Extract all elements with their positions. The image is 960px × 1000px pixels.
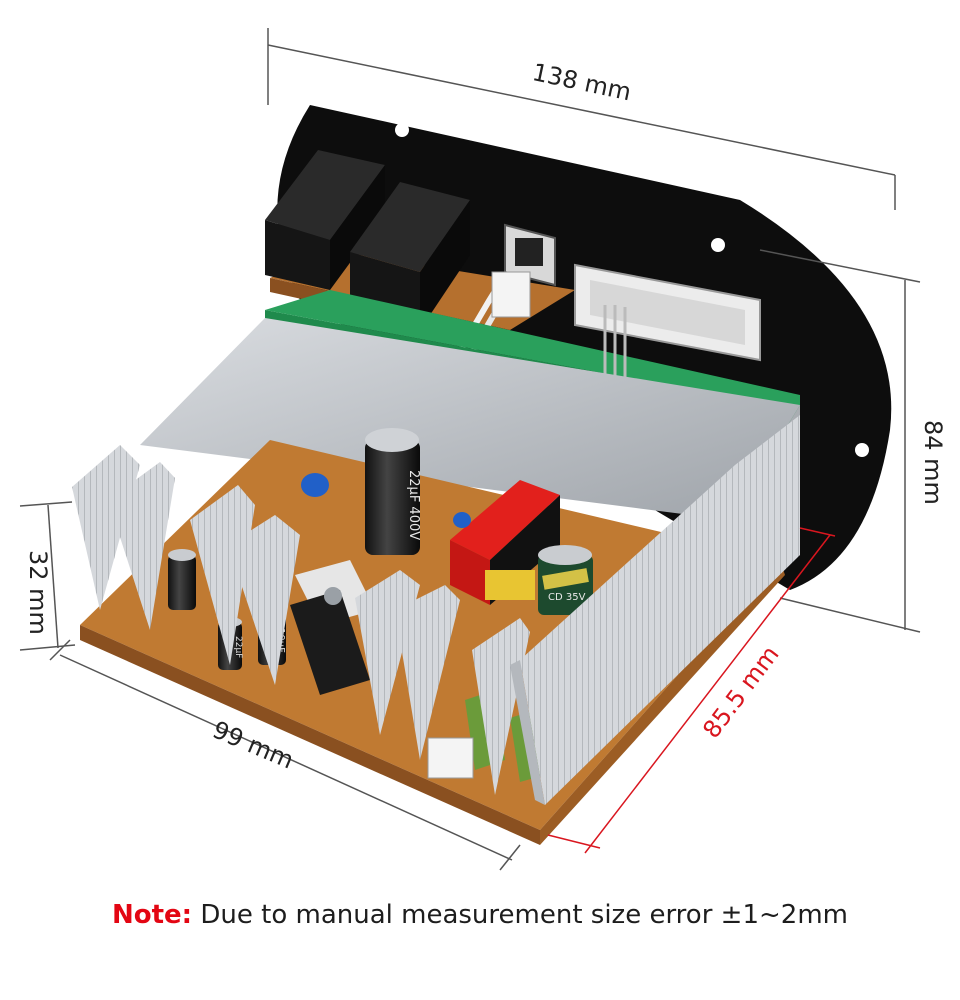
measurement-note: Note: Due to manual measurement size err… — [0, 900, 960, 930]
svg-text:22μF 400V: 22μF 400V — [406, 470, 421, 540]
capacitor-green: CD 35V — [538, 545, 593, 615]
dimension-32: 32 mm — [19, 501, 76, 651]
dimension-label-width: 138 mm — [530, 58, 634, 106]
dimension-label-height: 84 mm — [919, 420, 947, 505]
dimension-84: 84 mm — [759, 249, 947, 633]
note-text: Due to manual measurement size error ±1~… — [200, 900, 848, 930]
output-connector — [427, 737, 474, 779]
amplifier-ic — [290, 560, 375, 695]
capacitor-small-3 — [168, 549, 196, 610]
dimension-label-thickness: 32 mm — [24, 550, 52, 635]
mount-hole-icon — [855, 443, 869, 457]
capacitor-large: 22μF 400V — [365, 428, 421, 555]
ceramic-capacitor — [301, 473, 329, 497]
usb-port-icon — [504, 223, 556, 287]
transformer — [450, 480, 560, 605]
ribbon-connector — [491, 271, 531, 318]
svg-text:CD 35V: CD 35V — [548, 592, 586, 603]
mount-hole-icon — [395, 123, 409, 137]
mount-hole-icon — [711, 238, 725, 252]
rca-jack-left — [265, 150, 385, 290]
ceramic-capacitor — [453, 512, 471, 528]
screw-icon — [324, 587, 342, 605]
note-label: Note: — [112, 900, 193, 930]
heatsink-fins — [72, 415, 800, 805]
svg-text:22μF: 22μF — [233, 636, 243, 658]
